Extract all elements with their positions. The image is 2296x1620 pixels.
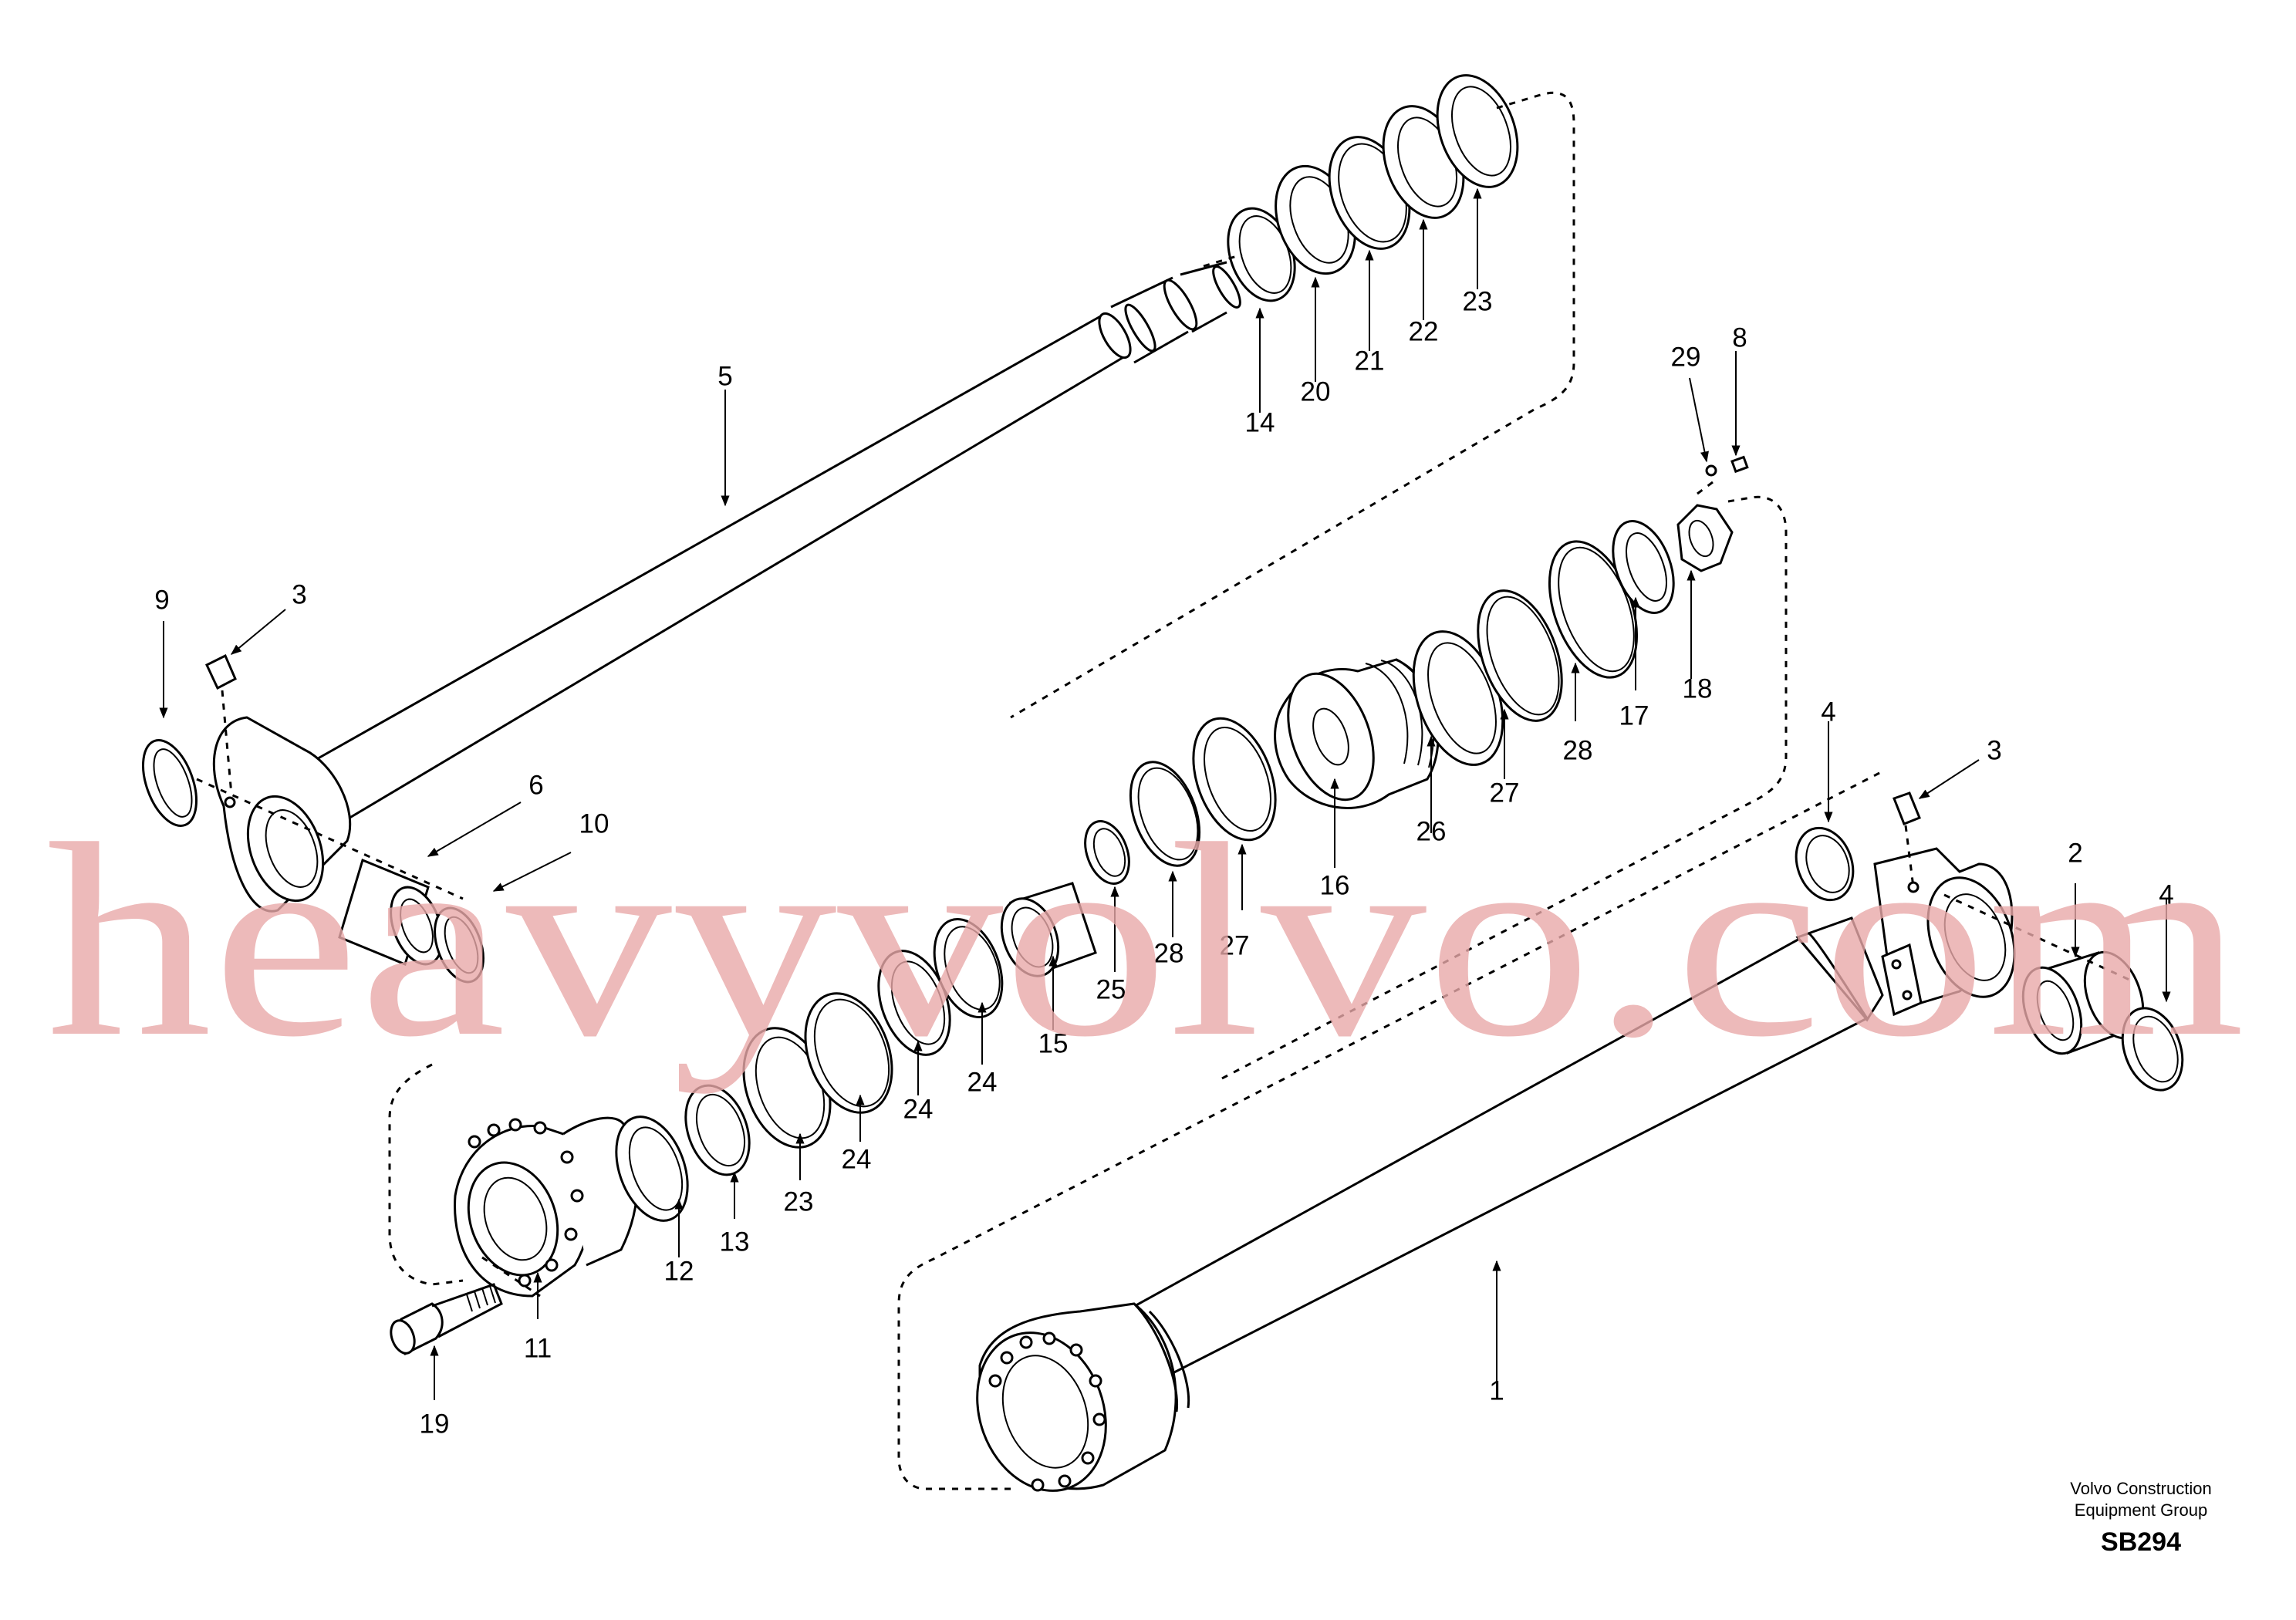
callout-21: 23 xyxy=(1463,286,1493,316)
callout-6: 6 xyxy=(528,770,543,800)
callout-17: 19 xyxy=(420,1409,450,1439)
callout-24: 24 xyxy=(967,1067,998,1097)
rod-seal-group xyxy=(1010,74,1575,719)
callout-9: 11 xyxy=(524,1333,552,1363)
callout-23: 23 xyxy=(784,1186,814,1217)
credit-block: Volvo Construction Equipment Group SB294 xyxy=(2070,1479,2211,1557)
piston-rod xyxy=(142,261,1241,984)
callout-4: 4 xyxy=(1821,697,1835,727)
cylinder-tube xyxy=(897,770,2184,1492)
callout-2: 2 xyxy=(2068,838,2082,868)
callout-5: 5 xyxy=(718,361,732,391)
callout-28: 28 xyxy=(1563,735,1593,765)
callout-15: 17 xyxy=(1619,700,1649,731)
callout-28: 28 xyxy=(1154,938,1184,968)
callout-14: 16 xyxy=(1320,870,1350,900)
callout-26: 26 xyxy=(1416,816,1447,846)
watermark: heavyvolvo.com xyxy=(46,786,2245,1095)
callout-19: 21 xyxy=(1355,346,1385,376)
bolt xyxy=(390,1283,503,1355)
credit-line-1: Volvo Construction xyxy=(2070,1479,2211,1498)
leader-arrows xyxy=(159,187,2171,1400)
callout-18: 20 xyxy=(1301,376,1331,407)
callout-13: 15 xyxy=(1038,1028,1069,1058)
callout-12: 14 xyxy=(1245,407,1275,437)
callout-22: 24 xyxy=(903,1094,934,1124)
callout-labels: 5 9 3 6 10 14 20 21 22 23 29 8 18 17 28 … xyxy=(154,286,2173,1439)
callout-10: 12 xyxy=(664,1256,694,1286)
callout-24: 24 xyxy=(842,1144,872,1174)
drawing-code: SB294 xyxy=(2101,1527,2181,1557)
callout-4: 4 xyxy=(2159,879,2173,910)
callout-8: 10 xyxy=(579,808,609,839)
callout-16: 18 xyxy=(1683,673,1713,704)
piston-and-head-group xyxy=(388,455,1788,1298)
callout-7: 8 xyxy=(1732,322,1747,353)
callout-27: 27 xyxy=(1220,930,1250,960)
callout-3: 3 xyxy=(1987,735,2001,765)
callout-8: 9 xyxy=(154,585,169,615)
callout-25: 25 xyxy=(1096,974,1126,1004)
credit-line-2: Equipment Group xyxy=(2075,1500,2207,1520)
callout-11: 13 xyxy=(720,1227,750,1257)
callout-1: 1 xyxy=(1489,1375,1504,1406)
callout-3: 3 xyxy=(292,579,306,609)
callout-20: 22 xyxy=(1409,316,1439,346)
callout-27: 27 xyxy=(1490,778,1520,808)
callout-29: 29 xyxy=(1671,342,1701,372)
